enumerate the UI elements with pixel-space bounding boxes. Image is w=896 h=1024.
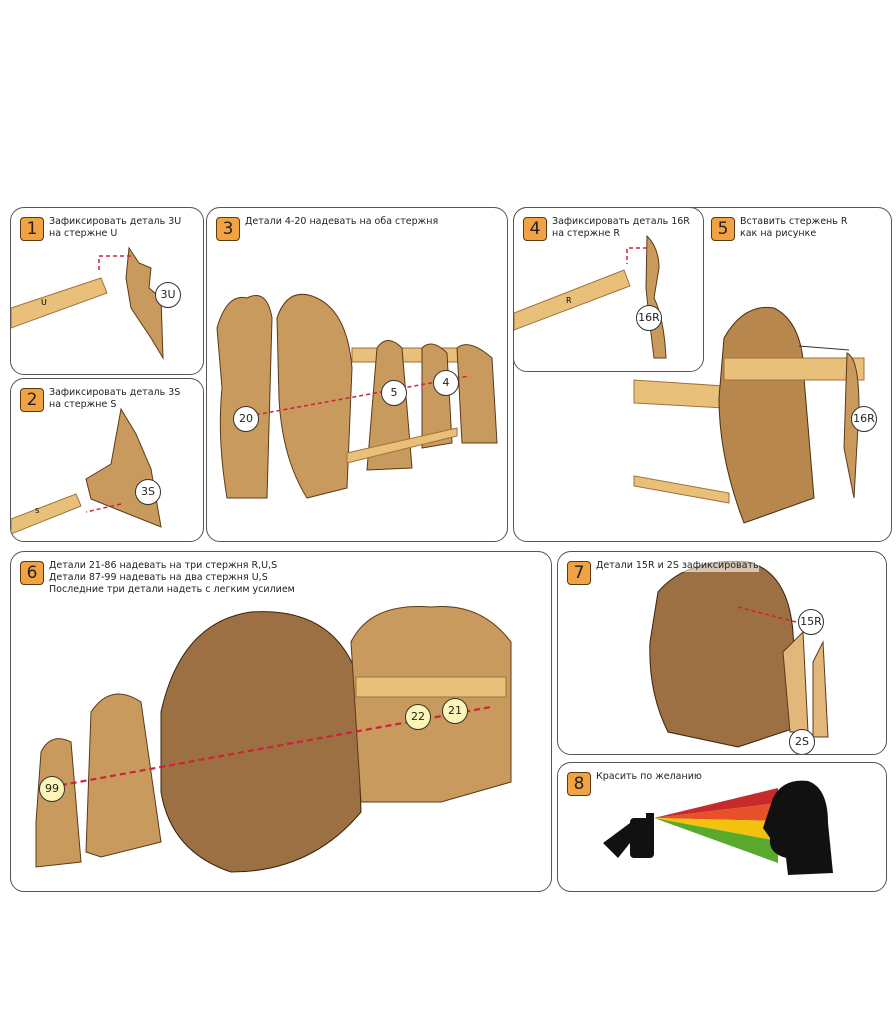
step-number-badge: 5 xyxy=(711,217,735,241)
part-label-16R: 16R xyxy=(851,406,877,432)
step-instructions: Детали 21-86 надевать на три стержня R,U… xyxy=(49,560,295,595)
part-label-3U: 3U xyxy=(155,282,181,308)
part-label-15R: 15R xyxy=(798,609,824,635)
step-number-badge: 1 xyxy=(20,217,44,241)
part-label-2S: 2S xyxy=(789,729,815,754)
spray-can-hand-icon xyxy=(603,813,654,858)
part-label-5: 5 xyxy=(381,380,407,406)
step-3-illustration xyxy=(216,293,498,499)
step-number-badge: 7 xyxy=(567,561,591,585)
part-label-16R: 16R xyxy=(636,305,662,331)
part-label-21: 21 xyxy=(442,698,468,724)
step-6-illustration xyxy=(35,605,512,873)
rod-label: R xyxy=(566,296,572,305)
part-label-20: 20 xyxy=(233,406,259,432)
step-number-badge: 6 xyxy=(20,561,44,585)
step-7-illustration xyxy=(649,560,829,748)
step-number-badge: 3 xyxy=(216,217,240,241)
step-instructions: Детали 15R и 2S зафиксировать xyxy=(596,560,759,572)
step-number-badge: 8 xyxy=(567,772,591,796)
part-label-22: 22 xyxy=(405,704,431,730)
step-number-badge: 2 xyxy=(20,388,44,412)
step-2-illustration xyxy=(11,407,162,535)
step-6-panel: 6 Детали 21-86 надевать на три стержня R… xyxy=(10,551,552,892)
rod-label: S xyxy=(35,507,40,515)
rod-label: U xyxy=(41,298,47,307)
step-8-panel: 8 Красить по желанию xyxy=(557,762,887,892)
step-4-illustration xyxy=(514,234,667,359)
spray-paint-illustration xyxy=(603,780,833,875)
step-instructions: Детали 4-20 надевать на оба стержня xyxy=(245,216,439,227)
head-silhouette-icon xyxy=(763,780,833,875)
step-7-panel: 7 Детали 15R и 2S зафиксировать 15R 2S xyxy=(557,551,887,755)
step-3-panel: 3 Детали 4-20 надевать на оба стержня 20… xyxy=(206,207,508,542)
part-label-4: 4 xyxy=(433,370,459,396)
step-1-illustration xyxy=(11,246,164,360)
step-5-illustration xyxy=(633,306,865,524)
step-instructions: Красить по желанию xyxy=(596,771,702,782)
part-label-99: 99 xyxy=(39,776,65,802)
step-number-badge: 4 xyxy=(523,217,547,241)
part-label-3S: 3S xyxy=(135,479,161,505)
